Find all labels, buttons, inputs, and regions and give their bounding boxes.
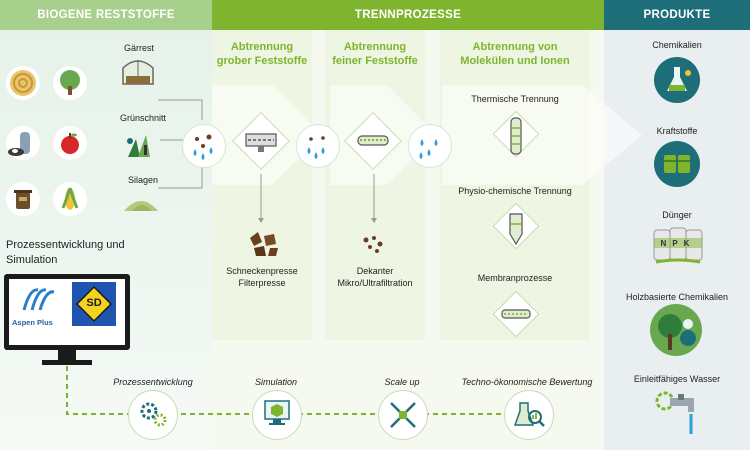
solids-fine-icon <box>363 236 383 253</box>
barrels-icon <box>654 141 700 187</box>
step-physio: Physio-chemische Trennung <box>458 186 572 196</box>
hay-icon <box>6 66 40 100</box>
pile-icon <box>124 201 158 211</box>
analysis-icon <box>504 390 554 440</box>
header-biogen: BIOGENE RESTSTOFFE <box>0 0 212 30</box>
stage-fein-title: Abtrennung feiner Feststoffe <box>332 41 418 67</box>
corn-icon <box>53 182 87 216</box>
reactor-icon <box>492 202 540 250</box>
npk-text: NPK <box>660 239 696 248</box>
greenhouse-icon <box>122 60 154 85</box>
membrane-icon <box>492 290 540 338</box>
aspen-logo <box>22 288 55 311</box>
input-gruenschnitt: Grünschnitt <box>120 113 167 123</box>
product-kraftstoffe-label: Kraftstoffe <box>656 126 698 136</box>
press-icon <box>232 112 290 170</box>
drops-icon-3 <box>408 124 452 168</box>
header-produkte: PRODUKTE <box>604 0 750 30</box>
stage-grob-title: Abtrennung grober Feststoffe <box>216 41 308 67</box>
product-chemikalien-label: Chemikalien <box>652 40 702 50</box>
solids-coarse-icon <box>250 232 278 256</box>
header-trenn: TRENNPROZESSE <box>212 0 604 30</box>
fertilizer-icon <box>653 227 703 264</box>
step-thermisch: Thermische Trennung <box>471 94 559 104</box>
down-connectors <box>258 174 377 223</box>
cube-icon <box>252 390 302 440</box>
product-duenger-label: Dünger <box>662 210 692 220</box>
stage-molekuele-title: Abtrennung von Molekülen und Ionen <box>460 41 570 67</box>
gear-icon <box>128 390 178 440</box>
bottom-prozess-label: Prozessentwicklung <box>113 377 193 387</box>
flask-icon <box>654 57 700 103</box>
clippings-icon <box>127 135 150 157</box>
product-wasser-label: Einleitfähiges Wasser <box>633 374 721 384</box>
wood-icon <box>650 304 702 356</box>
input-connectors <box>158 99 203 189</box>
fein-output: Dekanter Mikro/Ultrafiltration <box>337 266 413 288</box>
bottom-scaleup-label: Scale up <box>384 377 420 387</box>
bottom-simulation-label: Simulation <box>254 377 298 387</box>
product-holz-label: Holzbasierte Chemikalien <box>625 292 729 302</box>
aspen-label: Aspen Plus <box>12 318 53 327</box>
sd-logo <box>72 282 116 326</box>
apple-icon <box>53 126 87 160</box>
sd-label: SD <box>86 297 102 309</box>
silo-icon <box>6 126 40 160</box>
grob-output: Schneckenpresse Filterpresse <box>226 266 298 288</box>
sim-title: Prozessentwicklung und Simulation <box>6 239 125 266</box>
column-icon <box>492 110 540 158</box>
input-silagen: Silagen <box>128 175 159 185</box>
step-membran: Membranprozesse <box>477 273 553 283</box>
drops-icon-2 <box>296 124 340 168</box>
scale-icon <box>378 390 428 440</box>
bin-icon <box>6 182 40 216</box>
drops-icon <box>182 124 226 168</box>
input-gaerrest: Gärrest <box>124 43 155 53</box>
water-icon <box>655 391 694 434</box>
tree-icon <box>53 66 87 100</box>
bottom-techno-label: Techno-ökonomische Bewertung <box>461 377 593 387</box>
decanter-icon <box>344 112 402 170</box>
